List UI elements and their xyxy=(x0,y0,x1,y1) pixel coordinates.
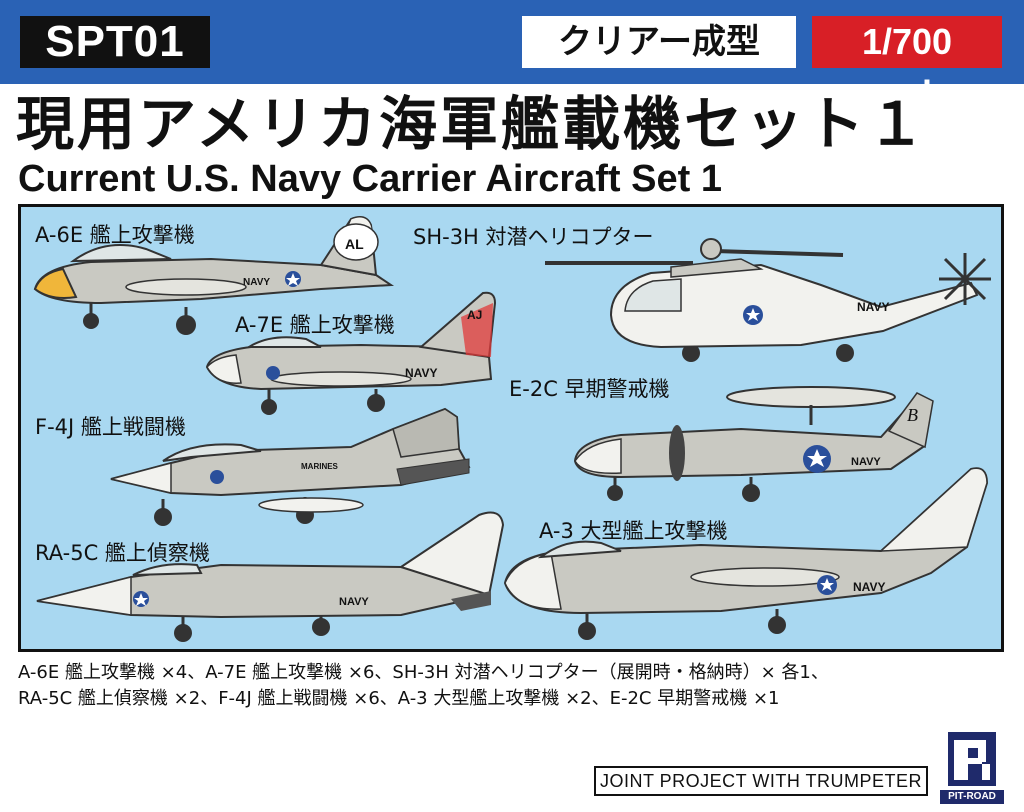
a3-illustration: NAVY xyxy=(503,467,989,640)
kit-contents: A-6E 艦上攻撃機 ×4、A-7E 艦上攻撃機 ×6、SH-3H 対潜ヘリコプ… xyxy=(18,660,1008,712)
a6e-navy-marking: NAVY xyxy=(243,277,270,288)
e2c-navy-marking: NAVY xyxy=(851,456,881,468)
clear-mold-badge: クリアー成型 xyxy=(522,16,796,68)
aircraft-illustrations: NAVY AL NAVY AJ xyxy=(33,216,991,642)
f4j-illustration: MARINES xyxy=(110,407,471,526)
header-band: SPT01 クリアー成型 1/700 scale xyxy=(0,0,1024,114)
sh3h-navy-marking: NAVY xyxy=(857,300,889,314)
sh3h-illustration: NAVY xyxy=(545,238,991,362)
pit-road-logo-text: PIT-ROAD xyxy=(940,790,1004,804)
ra5c-illustration: NAVY xyxy=(36,511,505,642)
ra5c-navy-marking: NAVY xyxy=(339,596,369,608)
a7e-illustration: NAVY AJ xyxy=(205,291,497,415)
label-f4j: F-4J 艦上戦闘機 xyxy=(35,415,186,439)
kit-contents-line-2: RA-5C 艦上偵察機 ×2、F-4J 艦上戦闘機 ×6、A-3 大型艦上攻撃機… xyxy=(18,688,780,709)
pit-road-logo: PIT-ROAD xyxy=(940,726,1004,806)
label-a7e: A-7E 艦上攻撃機 xyxy=(235,313,395,337)
joint-project-note: JOINT PROJECT WITH TRUMPETER xyxy=(594,766,928,796)
label-a3: A-3 大型艦上攻撃機 xyxy=(539,519,728,543)
a6e-tail-code: AL xyxy=(345,236,364,252)
a6e-illustration: NAVY AL xyxy=(33,216,395,335)
aircraft-illustration-panel: NAVY AL NAVY AJ xyxy=(18,204,1004,652)
label-e2c: E-2C 早期警戒機 xyxy=(509,377,670,401)
svg-text:B: B xyxy=(907,405,918,425)
kit-contents-line-1: A-6E 艦上攻撃機 ×4、A-7E 艦上攻撃機 ×6、SH-3H 対潜ヘリコプ… xyxy=(18,662,829,683)
product-code: SPT01 xyxy=(20,16,210,68)
f4j-marines-marking: MARINES xyxy=(301,462,339,471)
pit-road-logo-icon xyxy=(948,732,996,786)
scale-badge: 1/700 scale xyxy=(812,16,1002,114)
a7e-tail-code: AJ xyxy=(467,308,482,322)
title-japanese: 現用アメリカ海軍艦載機セット１ xyxy=(16,90,929,158)
a7e-navy-marking: NAVY xyxy=(405,366,437,380)
label-sh3h: SH-3H 対潜ヘリコプター xyxy=(413,225,654,249)
title-english: Current U.S. Navy Carrier Aircraft Set 1 xyxy=(18,158,722,200)
label-ra5c: RA-5C 艦上偵察機 xyxy=(35,541,210,565)
e2c-illustration: NAVY B xyxy=(573,386,934,502)
a3-navy-marking: NAVY xyxy=(853,580,885,594)
label-a6e: A-6E 艦上攻撃機 xyxy=(35,223,195,247)
